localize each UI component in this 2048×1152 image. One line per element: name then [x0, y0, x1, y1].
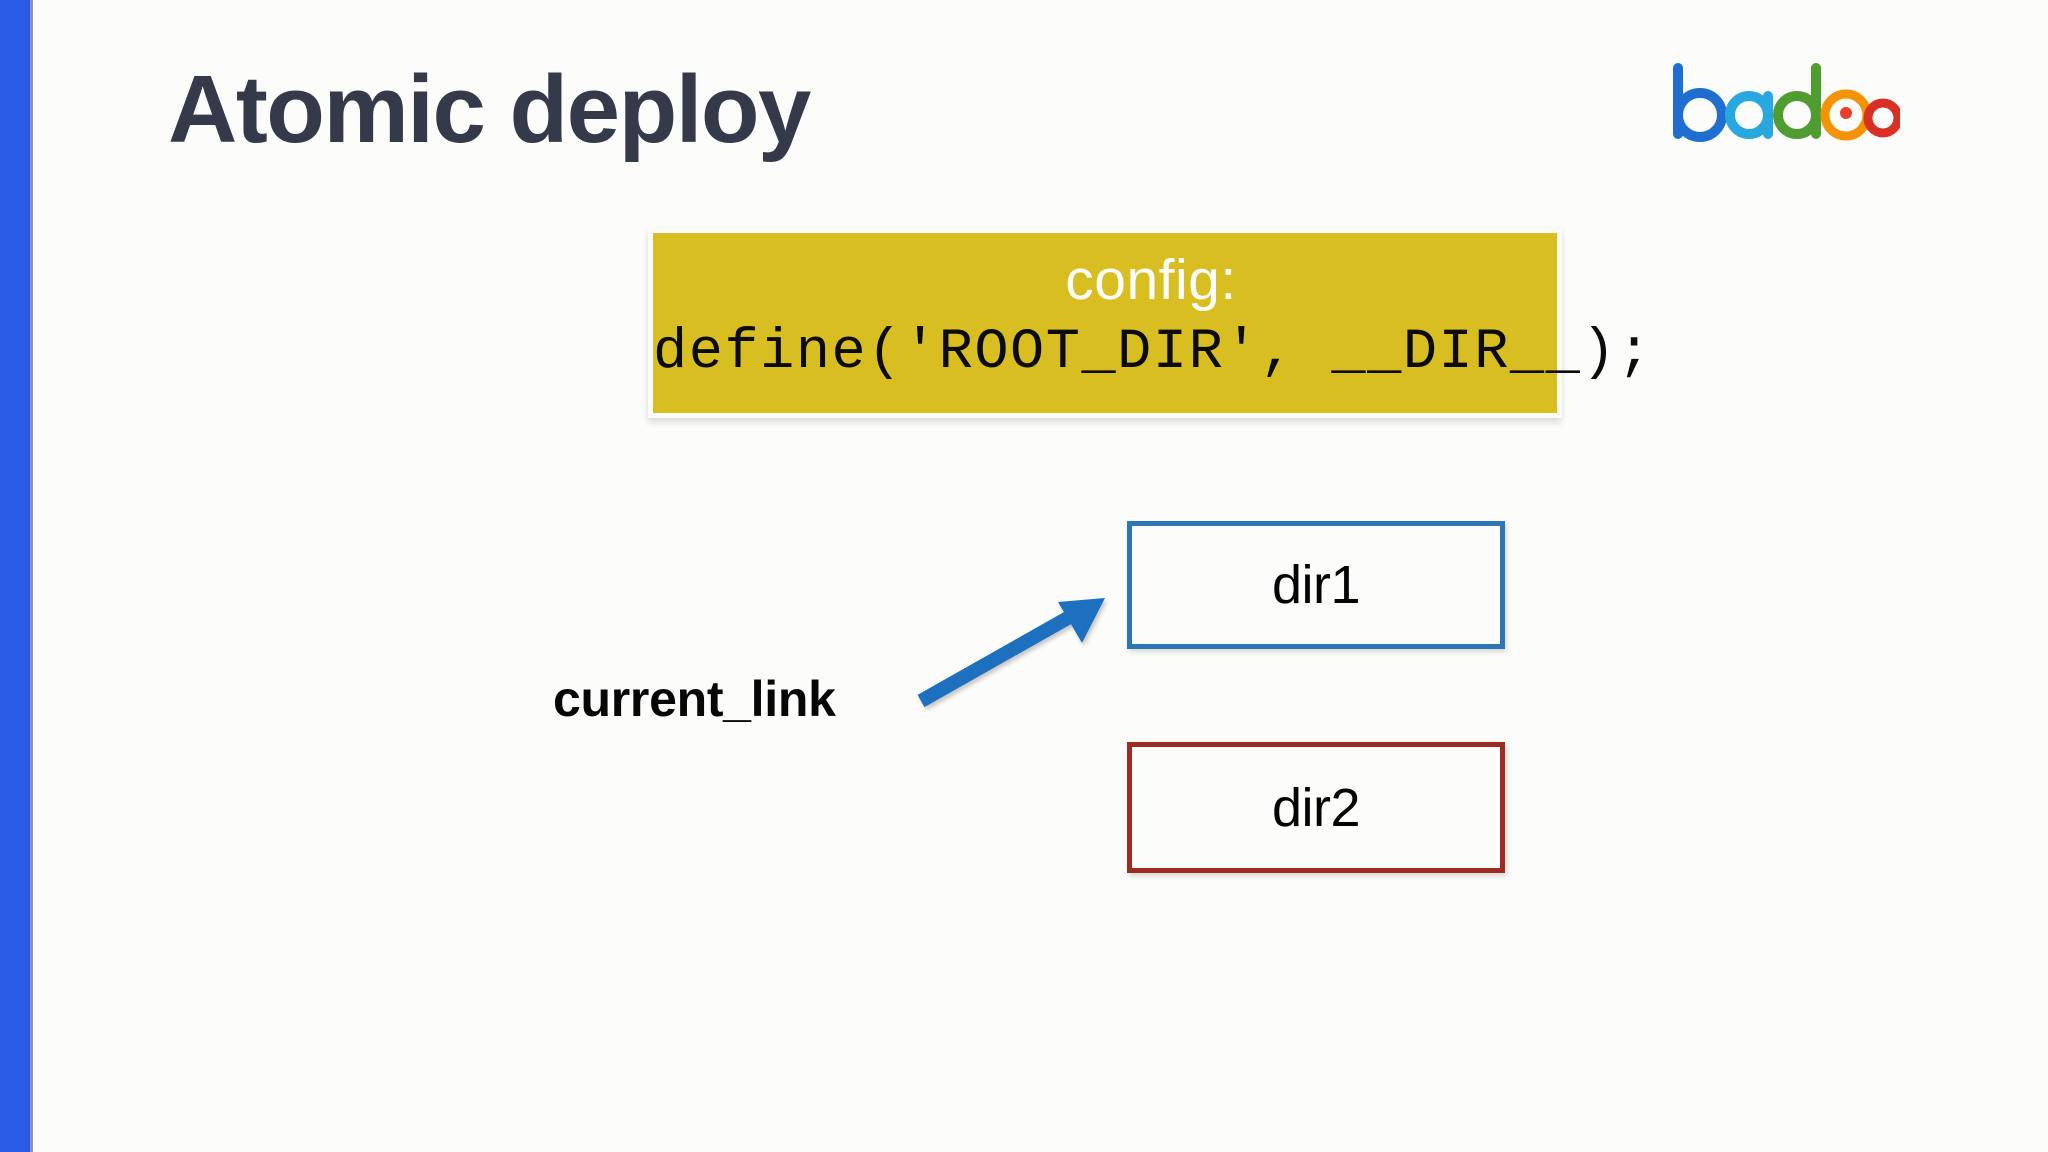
logo-letter-o-red [1863, 98, 1903, 138]
dir-box-dir2: dir2 [1127, 742, 1505, 873]
logo-letter-d [1773, 63, 1821, 139]
config-heading: config: [1065, 248, 1237, 312]
config-code-line: define('ROOT_DIR', __DIR__); [653, 321, 1653, 385]
dir-box-dir1: dir1 [1127, 521, 1505, 649]
logo-letter-a [1725, 91, 1773, 139]
current-link-label: current_link [553, 671, 836, 727]
dir-box-label: dir1 [1271, 555, 1361, 615]
logo-letter-o-orange [1820, 89, 1872, 141]
current-link-arrow-icon [917, 598, 1105, 708]
left-accent-bar-edge [30, 0, 33, 1152]
page-title: Atomic deploy [168, 56, 811, 163]
dir-box-label: dir2 [1271, 777, 1361, 838]
logo-letter-b [1673, 63, 1727, 142]
badoo-logo [1670, 60, 1903, 144]
left-accent-bar [0, 0, 30, 1152]
config-card: config: define('ROOT_DIR', __DIR__); [648, 228, 1653, 418]
